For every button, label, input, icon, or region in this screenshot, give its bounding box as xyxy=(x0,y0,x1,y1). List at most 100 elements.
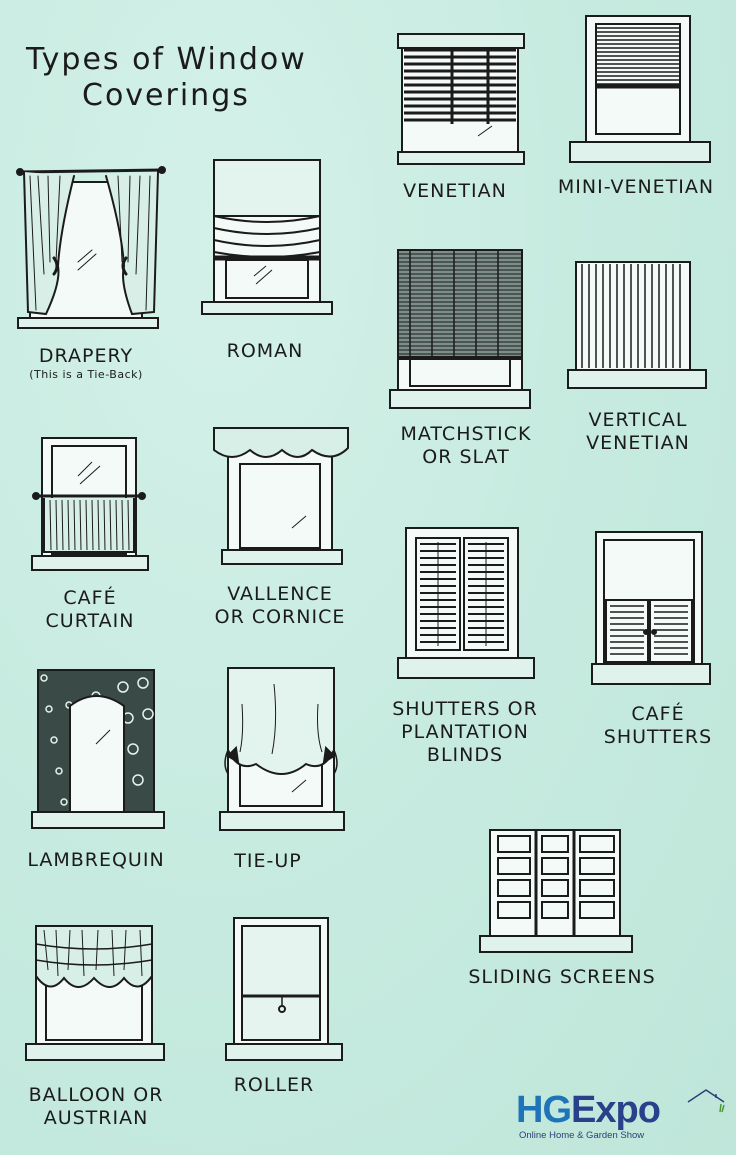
vertical-venetian-slats xyxy=(582,264,680,368)
balloon-illustration xyxy=(24,920,166,1065)
cafe-shutters-louvers xyxy=(610,606,688,654)
roller-illustration xyxy=(222,914,346,1066)
valance-label-line-1: Vallence xyxy=(227,583,333,605)
venetian-slats xyxy=(404,50,516,120)
screen-panel xyxy=(580,836,614,852)
curtain-fold xyxy=(104,500,105,550)
matchstick-label-line-1: Matchstick xyxy=(400,423,532,445)
lambrequin-swirl xyxy=(56,768,62,774)
curtain-fold xyxy=(62,500,63,550)
house-roof-icon xyxy=(687,1089,725,1113)
plantation-shutters-label: Shutters or Plantation Blinds xyxy=(392,698,538,767)
valance-label: Vallence or Cornice xyxy=(215,583,346,629)
drapery-illustration xyxy=(16,162,166,332)
plantation-shutters-illustration xyxy=(396,524,536,684)
roman-label-text: Roman xyxy=(226,340,304,362)
logo-tagline: Online Home & Garden Show xyxy=(519,1130,645,1141)
vertical-venetian-illustration xyxy=(566,258,708,393)
lambrequin-swirl xyxy=(51,737,57,743)
curtain-fold xyxy=(116,500,117,550)
valance-illustration xyxy=(212,424,352,574)
curtain-fold xyxy=(98,500,99,550)
screen-panel xyxy=(542,858,568,874)
balloon-label-line-1: Balloon or xyxy=(28,1084,164,1106)
cafe-curtain-label-line-1: Café xyxy=(63,587,117,609)
logo-brand: HGExpo xyxy=(516,1090,726,1130)
infographic-title: Types of Window Coverings xyxy=(26,42,307,114)
mini-venetian-label: Mini-Venetian xyxy=(558,176,714,199)
curtain-fold xyxy=(92,500,93,550)
curtain-fold xyxy=(50,500,51,550)
hgexpo-logo: HGExpo Online Home & Garden Show xyxy=(516,1089,726,1150)
curtain-fold xyxy=(128,500,129,550)
screen-panel xyxy=(542,902,568,918)
sliding-screens-illustration xyxy=(478,826,634,958)
screen-panel xyxy=(580,858,614,874)
screen-panel xyxy=(498,836,530,852)
balloon-label: Balloon or Austrian xyxy=(29,1084,164,1130)
tie-up-label-text: Tie-Up xyxy=(234,850,302,872)
matchstick-label-line-2: or Slat xyxy=(422,446,510,468)
venetian-label-text: Venetian xyxy=(403,180,507,202)
roman-label: Roman xyxy=(227,340,304,363)
matchstick-label: Matchstick or Slat xyxy=(401,423,532,469)
cafe-curtain-illustration xyxy=(30,436,150,576)
sliding-screens-panels xyxy=(498,830,614,936)
lambrequin-swirl xyxy=(61,799,67,805)
vertical-venetian-label-line-1: Vertical xyxy=(588,409,688,431)
drapery-label: Drapery (This is a Tie-Back) xyxy=(29,345,143,381)
plantation-shutters-label-line-3: Blinds xyxy=(426,744,504,766)
lambrequin-swirl xyxy=(133,775,143,785)
lambrequin-swirl xyxy=(41,675,47,681)
mini-venetian-label-text: Mini-Venetian xyxy=(557,176,715,198)
lambrequin-swirl xyxy=(128,744,138,754)
logo-brand-hg: HG xyxy=(516,1089,572,1131)
plantation-shutters-louvers xyxy=(420,542,504,646)
title-line-1: Types of Window xyxy=(26,42,307,78)
screen-panel xyxy=(580,902,614,918)
screen-panel xyxy=(542,836,568,852)
screen-panel xyxy=(498,902,530,918)
roller-label-text: Roller xyxy=(233,1074,315,1096)
tie-up-illustration xyxy=(214,664,349,844)
roller-label: Roller xyxy=(234,1074,315,1097)
cafe-shutters-label-line-2: Shutters xyxy=(603,726,713,748)
curtain-fold xyxy=(80,500,81,550)
cafe-curtain-label: Café Curtain xyxy=(46,587,135,633)
curtain-fold xyxy=(110,500,111,550)
cafe-shutters-label: Café Shutters xyxy=(604,703,712,749)
curtain-fold xyxy=(68,500,69,550)
drapery-sublabel: (This is a Tie-Back) xyxy=(29,368,143,381)
logo-brand-expo: Expo xyxy=(571,1089,661,1131)
cafe-shutters-label-line-1: Café xyxy=(631,703,685,725)
vertical-venetian-label-line-2: Venetian xyxy=(586,432,690,454)
vertical-venetian-label: Vertical Venetian xyxy=(586,409,690,455)
tie-up-label: Tie-Up xyxy=(234,850,301,873)
matchstick-illustration xyxy=(388,246,533,411)
plantation-shutters-label-line-2: Plantation xyxy=(401,721,529,743)
lambrequin-swirl xyxy=(138,678,148,688)
title-line-2: Coverings xyxy=(82,78,250,114)
cafe-curtain-label-line-2: Curtain xyxy=(45,610,135,632)
lambrequin-swirl xyxy=(143,709,153,719)
venetian-illustration xyxy=(396,32,526,167)
curtain-fold xyxy=(56,500,57,550)
screen-panel xyxy=(498,858,530,874)
lambrequin-illustration xyxy=(30,666,168,836)
curtain-fold xyxy=(74,500,75,550)
lambrequin-label: Lambrequin xyxy=(27,849,164,872)
screen-panel xyxy=(542,880,568,896)
lambrequin-swirl xyxy=(118,682,128,692)
cafe-curtain-folds xyxy=(50,500,129,550)
plantation-shutters-label-line-1: Shutters or xyxy=(392,698,538,720)
mini-venetian-slats xyxy=(596,28,680,84)
sliding-screens-label-text: Sliding Screens xyxy=(468,966,656,988)
lambrequin-swirl xyxy=(46,706,52,712)
balloon-label-line-2: Austrian xyxy=(43,1107,149,1129)
curtain-fold xyxy=(122,500,123,550)
cafe-shutters-illustration xyxy=(590,530,712,690)
mini-venetian-illustration xyxy=(568,14,713,169)
curtain-fold xyxy=(86,500,87,550)
screen-panel xyxy=(580,880,614,896)
